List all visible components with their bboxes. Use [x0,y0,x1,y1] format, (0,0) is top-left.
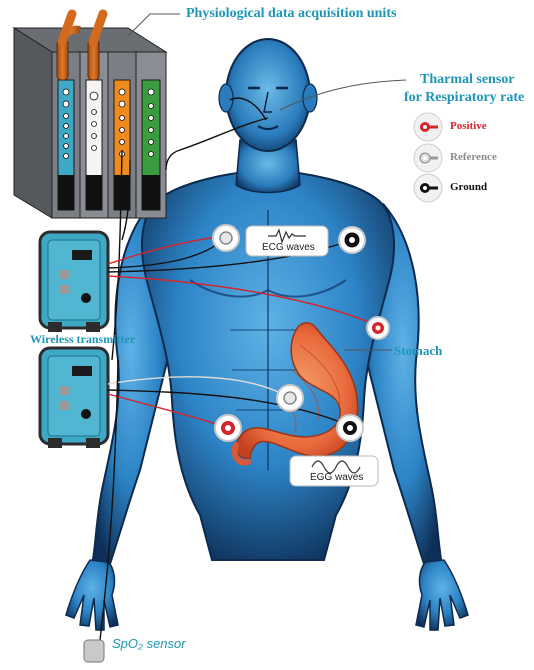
egg-electrode-positive [215,415,241,441]
ecg-electrode-positive [367,317,389,339]
wireless-transmitter-lower [40,348,108,448]
label-stomach: Stomach [394,343,442,359]
legend-label-ground: Ground [450,181,487,193]
legend-reference-icon [414,144,442,172]
legend-label-positive: Positive [450,120,487,132]
ecg-electrode-right [339,227,365,253]
label-spo2-sensor: SpO₂ sensor [112,636,186,651]
legend [414,113,442,202]
label-thermal-sensor-line2: for Respiratory rate [404,90,524,106]
label-ecg-waves: ECG waves [262,242,315,253]
label-egg-waves: EGG waves [310,472,363,483]
ecg-electrode-left [213,225,239,251]
wireless-transmitter-upper [40,232,108,332]
egg-electrode-ground [337,415,363,441]
legend-label-reference: Reference [450,151,497,163]
legend-positive-icon [414,113,442,141]
spo2-sensor-device [84,640,104,662]
label-thermal-sensor-line1: Tharmal sensor [420,72,515,88]
egg-electrode-reference [277,385,303,411]
acquisition-rack [14,14,166,218]
legend-ground-icon [414,174,442,202]
label-wireless-transmitter: Wireless transmitter [30,332,135,347]
label-acquisition-units: Physiological data acquisition units [186,6,396,22]
